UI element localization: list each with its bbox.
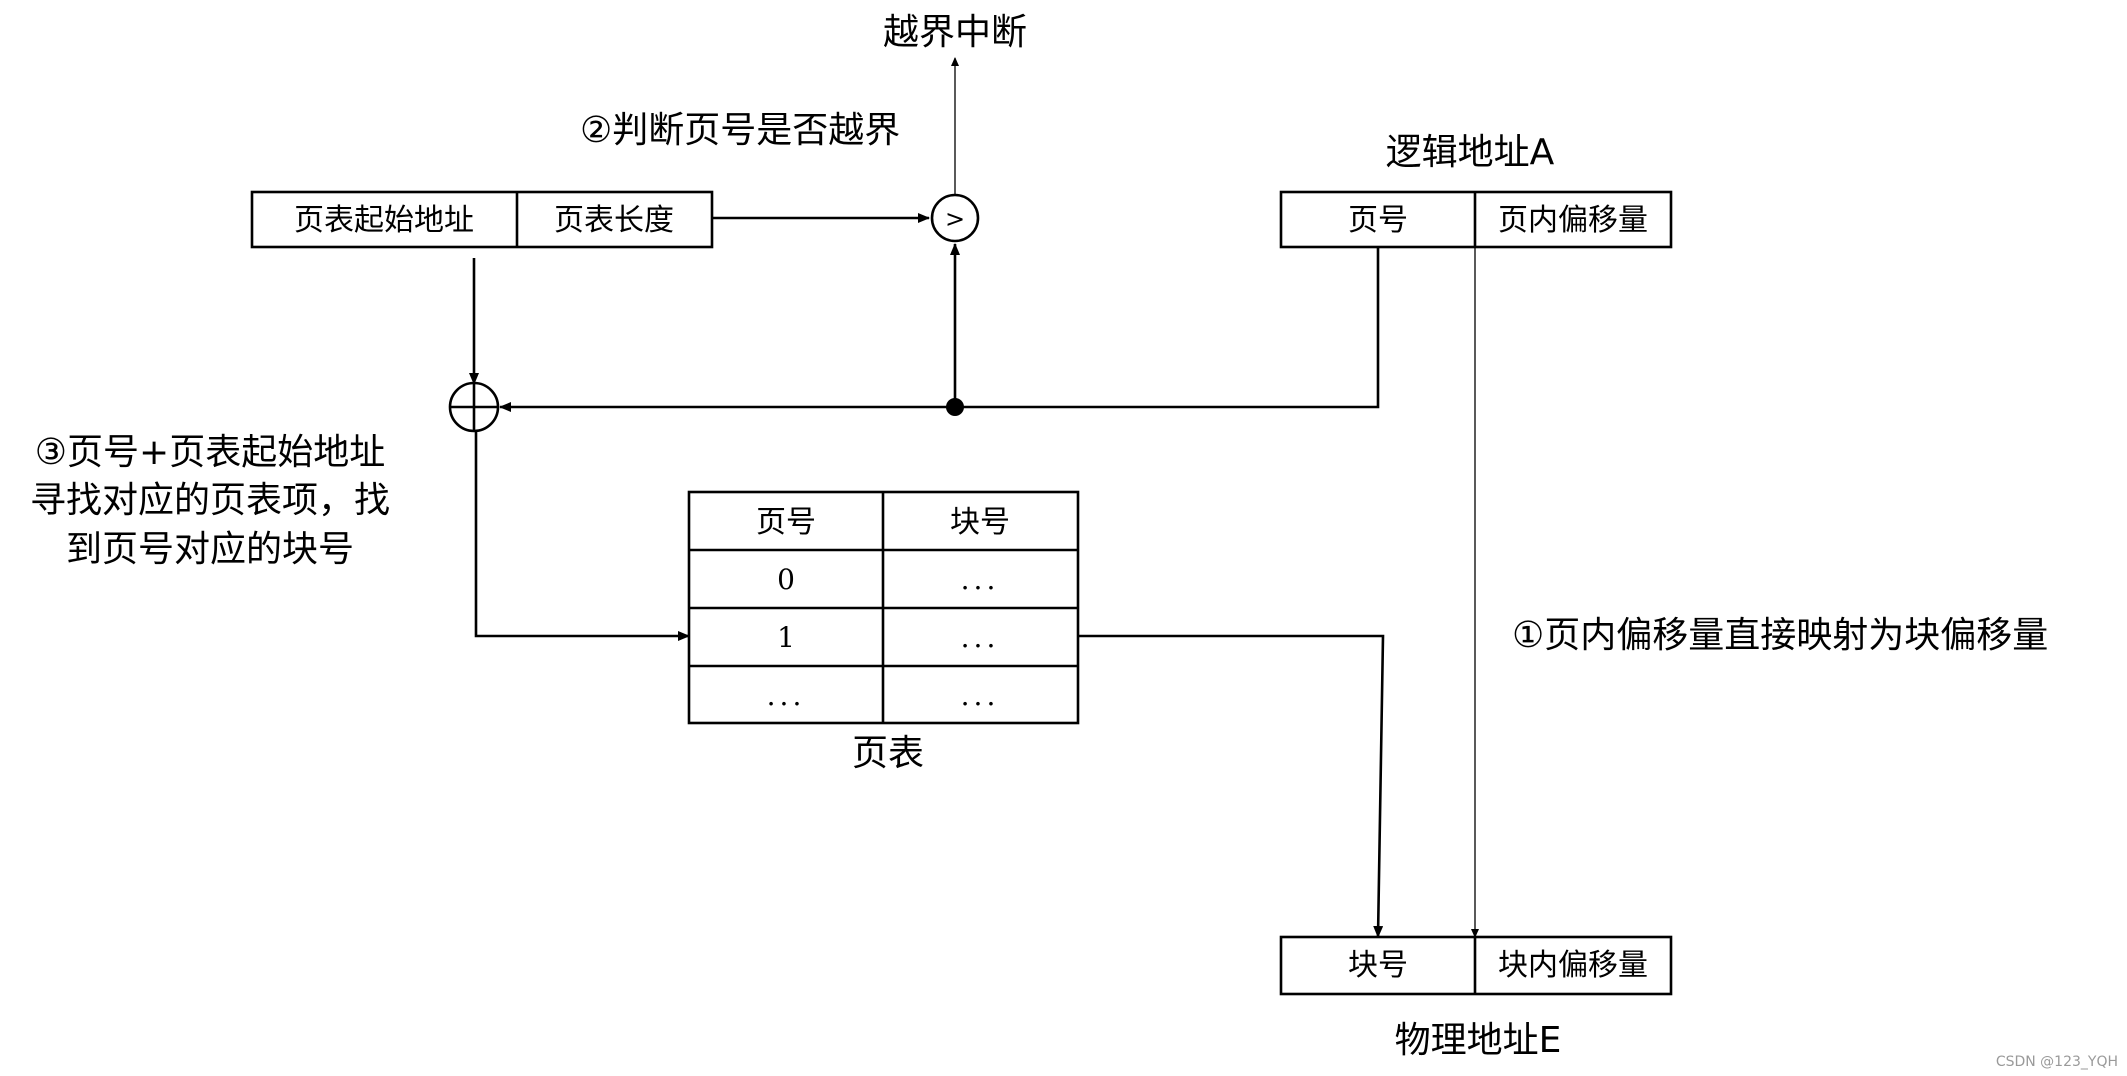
step3-line-3: 到页号对应的块号 [66, 529, 354, 570]
table-cell: ... [961, 679, 1000, 712]
table-cell: ... [767, 679, 806, 712]
step2-label: ②判断页号是否越界 [580, 110, 900, 151]
step3-line-1: ③页号+页表起始地址 [35, 432, 385, 473]
step1-label: ①页内偏移量直接映射为块偏移量 [1512, 615, 2048, 656]
logical-offset-field: 页内偏移量 [1498, 203, 1648, 238]
adder-to-page-table-arrow [474, 431, 690, 641]
page-table-header-page: 页号 [756, 505, 816, 540]
start-address-field: 页表起始地址 [294, 203, 474, 238]
block-number-arrow [1078, 634, 1385, 938]
page-table-register-box [250, 190, 714, 249]
step3-line-2: 寻找对应的页表项，找 [30, 480, 390, 521]
overflow-interrupt-label: 越界中断 [883, 12, 1027, 53]
comparator-symbol: > [945, 205, 965, 233]
logical-address-box: 页号 页内偏移量 [1279, 190, 1673, 249]
page-number-line [955, 247, 1380, 409]
logical-address-label: 逻辑地址A [1386, 132, 1555, 173]
table-cell: ... [961, 621, 1000, 654]
physical-block-number-field: 块号 [1348, 948, 1408, 983]
page-table-header-block: 块号 [950, 505, 1010, 540]
watermark-text: CSDN @123_YQH [1996, 1054, 2118, 1070]
logical-page-number-field: 页号 [1348, 203, 1408, 238]
adder-symbol [448, 381, 500, 433]
table-cell: ... [961, 563, 1000, 596]
physical-offset-field: 块内偏移量 [1498, 948, 1648, 983]
physical-address-box: 块号 块内偏移量 [1279, 935, 1673, 996]
page-table-register: 页表起始地址 页表长度 [250, 190, 714, 249]
table-cell: 1 [777, 621, 795, 654]
length-field: 页表长度 [554, 203, 674, 238]
physical-address-label: 物理地址E [1395, 1020, 1562, 1061]
page-table: 页号 块号 0 ... 1 ... ... ... [687, 490, 1080, 725]
table-cell: 0 [777, 563, 795, 596]
page-table-caption: 页表 [852, 733, 924, 774]
